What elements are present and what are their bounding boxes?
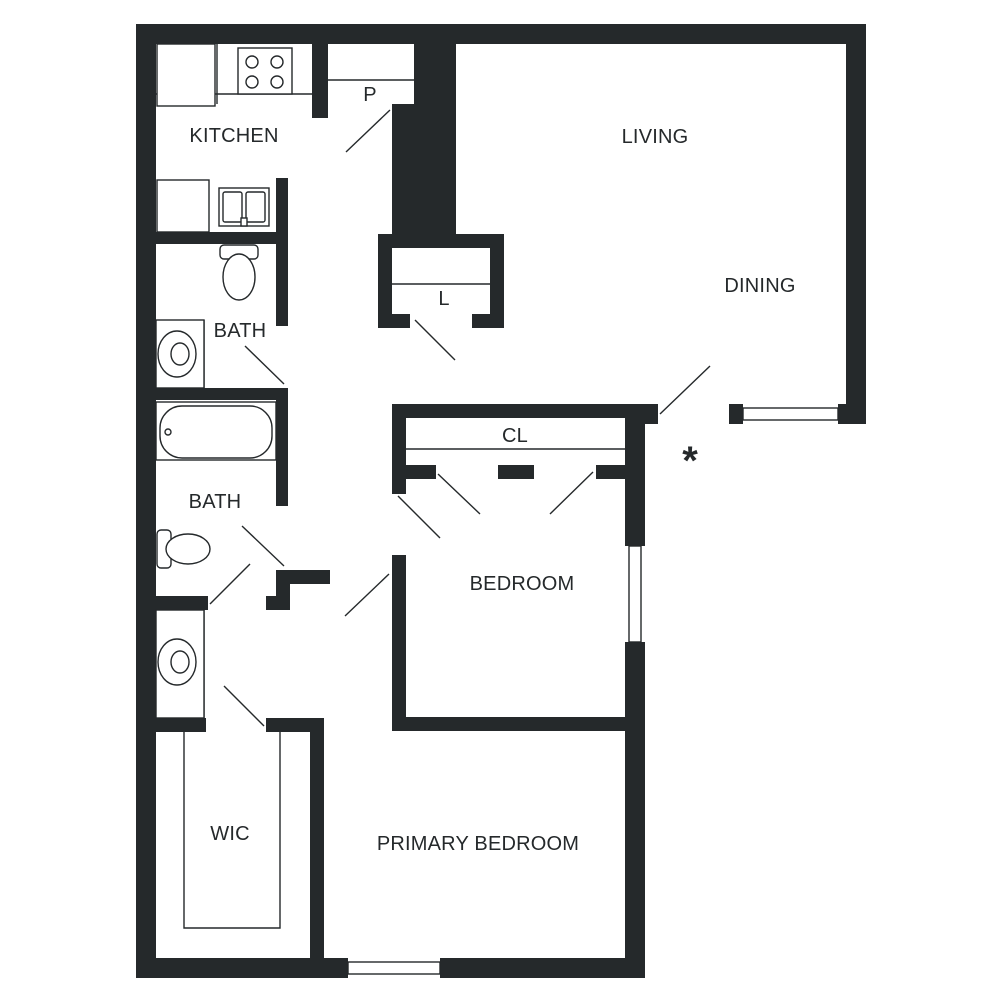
range-icon bbox=[237, 47, 293, 95]
bedroom-door bbox=[344, 573, 390, 617]
interior-walls bbox=[156, 44, 645, 978]
toilet-icon bbox=[219, 244, 259, 301]
closet-door-right bbox=[549, 471, 594, 515]
bath-upper-label: BATH bbox=[214, 320, 267, 342]
dining-label: DINING bbox=[724, 275, 795, 297]
dining-window bbox=[742, 407, 839, 421]
living-label: LIVING bbox=[622, 126, 689, 148]
kitchen-sink-icon bbox=[218, 187, 270, 227]
kitchen-label: KITCHEN bbox=[189, 125, 278, 147]
wic-label: WIC bbox=[210, 823, 249, 845]
refrigerator-icon bbox=[156, 43, 216, 107]
linen-door bbox=[414, 319, 456, 361]
toilet-icon bbox=[156, 529, 211, 569]
fixtures bbox=[155, 43, 293, 719]
upper-bath-door bbox=[244, 345, 285, 385]
bath-lower-label: BATH bbox=[189, 491, 242, 513]
entry-marker: * bbox=[682, 439, 698, 483]
pantry-door bbox=[345, 109, 391, 153]
sink-icon bbox=[155, 609, 205, 719]
bedroom-label: BEDROOM bbox=[470, 573, 575, 595]
closet-label: CL bbox=[502, 425, 528, 447]
bedroom-window bbox=[628, 545, 642, 643]
entry-door bbox=[659, 365, 711, 415]
dishwasher-icon bbox=[156, 179, 210, 233]
thin-lines bbox=[156, 44, 625, 929]
primary-bedroom-window bbox=[347, 961, 441, 975]
primary-bedroom-label: PRIMARY BEDROOM bbox=[377, 833, 579, 855]
linen-label: L bbox=[438, 288, 449, 310]
wic-door bbox=[223, 685, 265, 727]
closet-door-left-a bbox=[397, 495, 441, 539]
vanity-door bbox=[209, 563, 251, 605]
pantry-label: P bbox=[363, 84, 377, 106]
closet-door-left-b bbox=[437, 473, 481, 515]
bathtub-icon bbox=[155, 401, 277, 461]
room-labels: KITCHEN P LIVING DINING L BATH BATH CL B… bbox=[189, 84, 796, 855]
lower-bath-door bbox=[241, 525, 285, 567]
sink-icon bbox=[155, 319, 205, 389]
windows bbox=[347, 407, 839, 975]
doors bbox=[209, 109, 711, 727]
